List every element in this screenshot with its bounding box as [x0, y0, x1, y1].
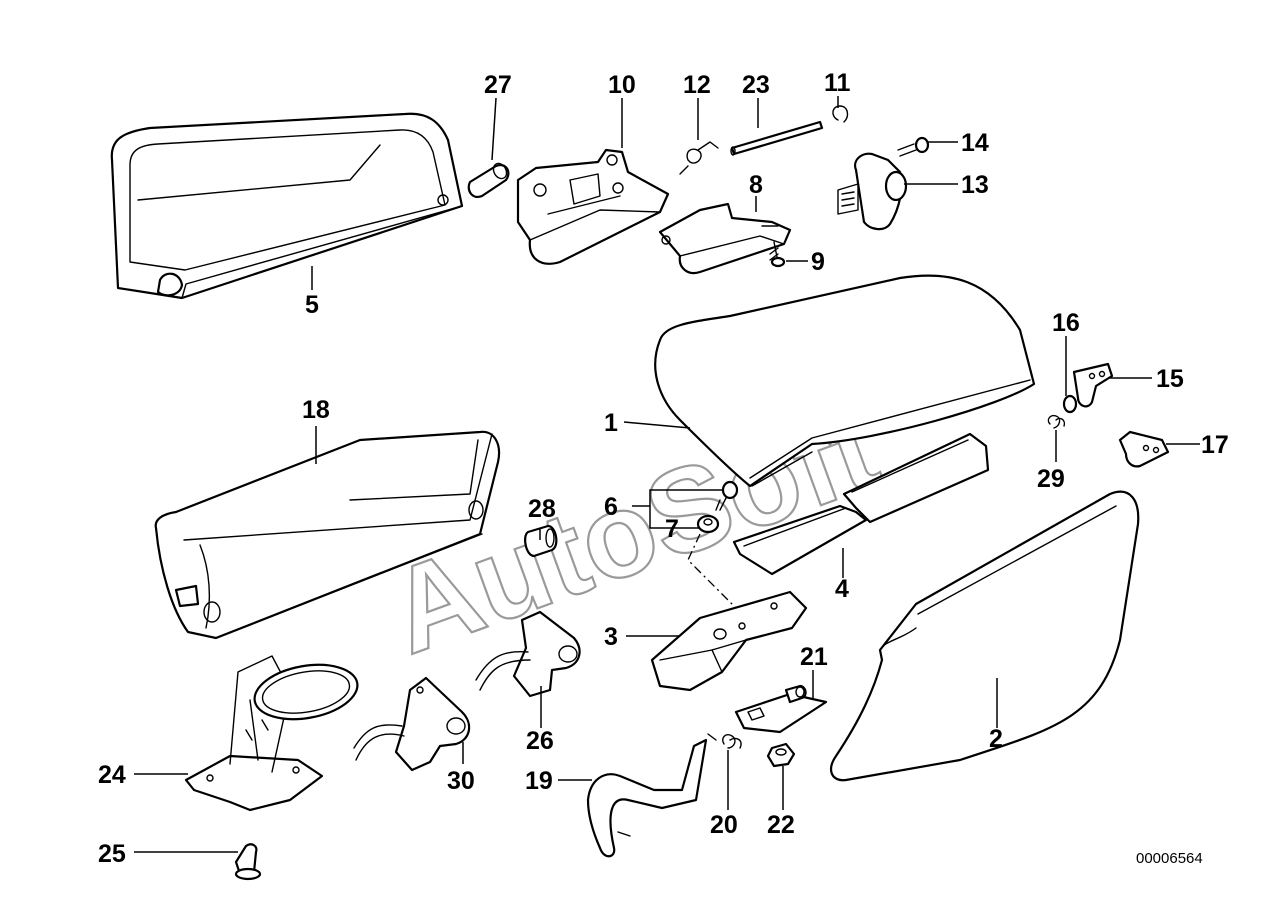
callout-8: 8 [749, 171, 763, 199]
part-19-cable [586, 738, 708, 858]
part-7-bush [696, 514, 720, 534]
part-27-bushing [467, 162, 510, 198]
part-1-lid [654, 274, 1036, 488]
callout-23: 23 [742, 71, 770, 99]
leader-lines [134, 96, 1200, 853]
callout-27: 27 [484, 71, 512, 99]
part-6-screw [715, 480, 739, 511]
callout-18: 18 [302, 396, 330, 424]
part-21-latch-plate [734, 684, 828, 734]
part-22-nut [766, 742, 796, 768]
part-24-cup-holder [184, 655, 359, 812]
callout-15: 15 [1156, 365, 1184, 393]
part-5-glovebox-tray [110, 112, 464, 300]
callout-7: 7 [665, 515, 679, 543]
callout-16: 16 [1052, 309, 1080, 337]
part-16-washer [1062, 394, 1078, 414]
part-26-switch [475, 610, 581, 698]
part-13-lock-cylinder [837, 152, 908, 231]
part-2-side-cover [829, 490, 1140, 782]
part-17-bracket [1118, 430, 1170, 468]
part-8-bracket [658, 202, 792, 275]
callout-30: 30 [447, 767, 475, 795]
callout-4: 4 [835, 575, 849, 603]
callout-labels: 27 10 12 23 11 14 13 8 9 5 16 15 18 1 17… [98, 69, 1229, 868]
callout-2: 2 [989, 725, 1003, 753]
callout-29: 29 [1037, 465, 1065, 493]
callout-22: 22 [767, 811, 795, 839]
part-11-circlip [832, 105, 849, 123]
callout-20: 20 [710, 811, 738, 839]
part-30-switch [353, 676, 471, 772]
callout-12: 12 [683, 71, 711, 99]
callout-28: 28 [528, 495, 556, 523]
part-3-latch [650, 590, 808, 692]
callout-6: 6 [604, 493, 618, 521]
callout-3: 3 [604, 623, 618, 651]
callout-11: 11 [824, 69, 851, 97]
callout-14: 14 [961, 129, 989, 157]
callout-13: 13 [961, 171, 989, 199]
part-12-spring-clip [679, 141, 719, 175]
callout-25: 25 [98, 840, 126, 868]
part-10-lock-housing [516, 148, 670, 265]
callout-17: 17 [1201, 431, 1229, 459]
part-23-pin [730, 120, 824, 156]
part-15-hinge-bracket [1072, 362, 1114, 408]
callout-21: 21 [800, 643, 828, 671]
part-20-spring [707, 733, 742, 749]
part-29-spring [1047, 414, 1066, 429]
callout-5: 5 [305, 291, 319, 319]
callout-10: 10 [608, 71, 636, 99]
part-18-glove-box [154, 430, 501, 640]
part-14-screw [897, 136, 930, 157]
callout-9: 9 [811, 248, 825, 276]
part-4-trim-strip [732, 432, 990, 576]
callout-1: 1 [604, 409, 618, 437]
callout-24: 24 [98, 761, 126, 789]
part-25-clip [234, 843, 262, 881]
part-9-screw [769, 241, 786, 268]
callout-19: 19 [525, 767, 553, 795]
assembly-line [687, 533, 741, 613]
callout-26: 26 [526, 727, 554, 755]
document-number: 00006564 [1136, 850, 1203, 867]
part-28-bushing [524, 524, 558, 558]
